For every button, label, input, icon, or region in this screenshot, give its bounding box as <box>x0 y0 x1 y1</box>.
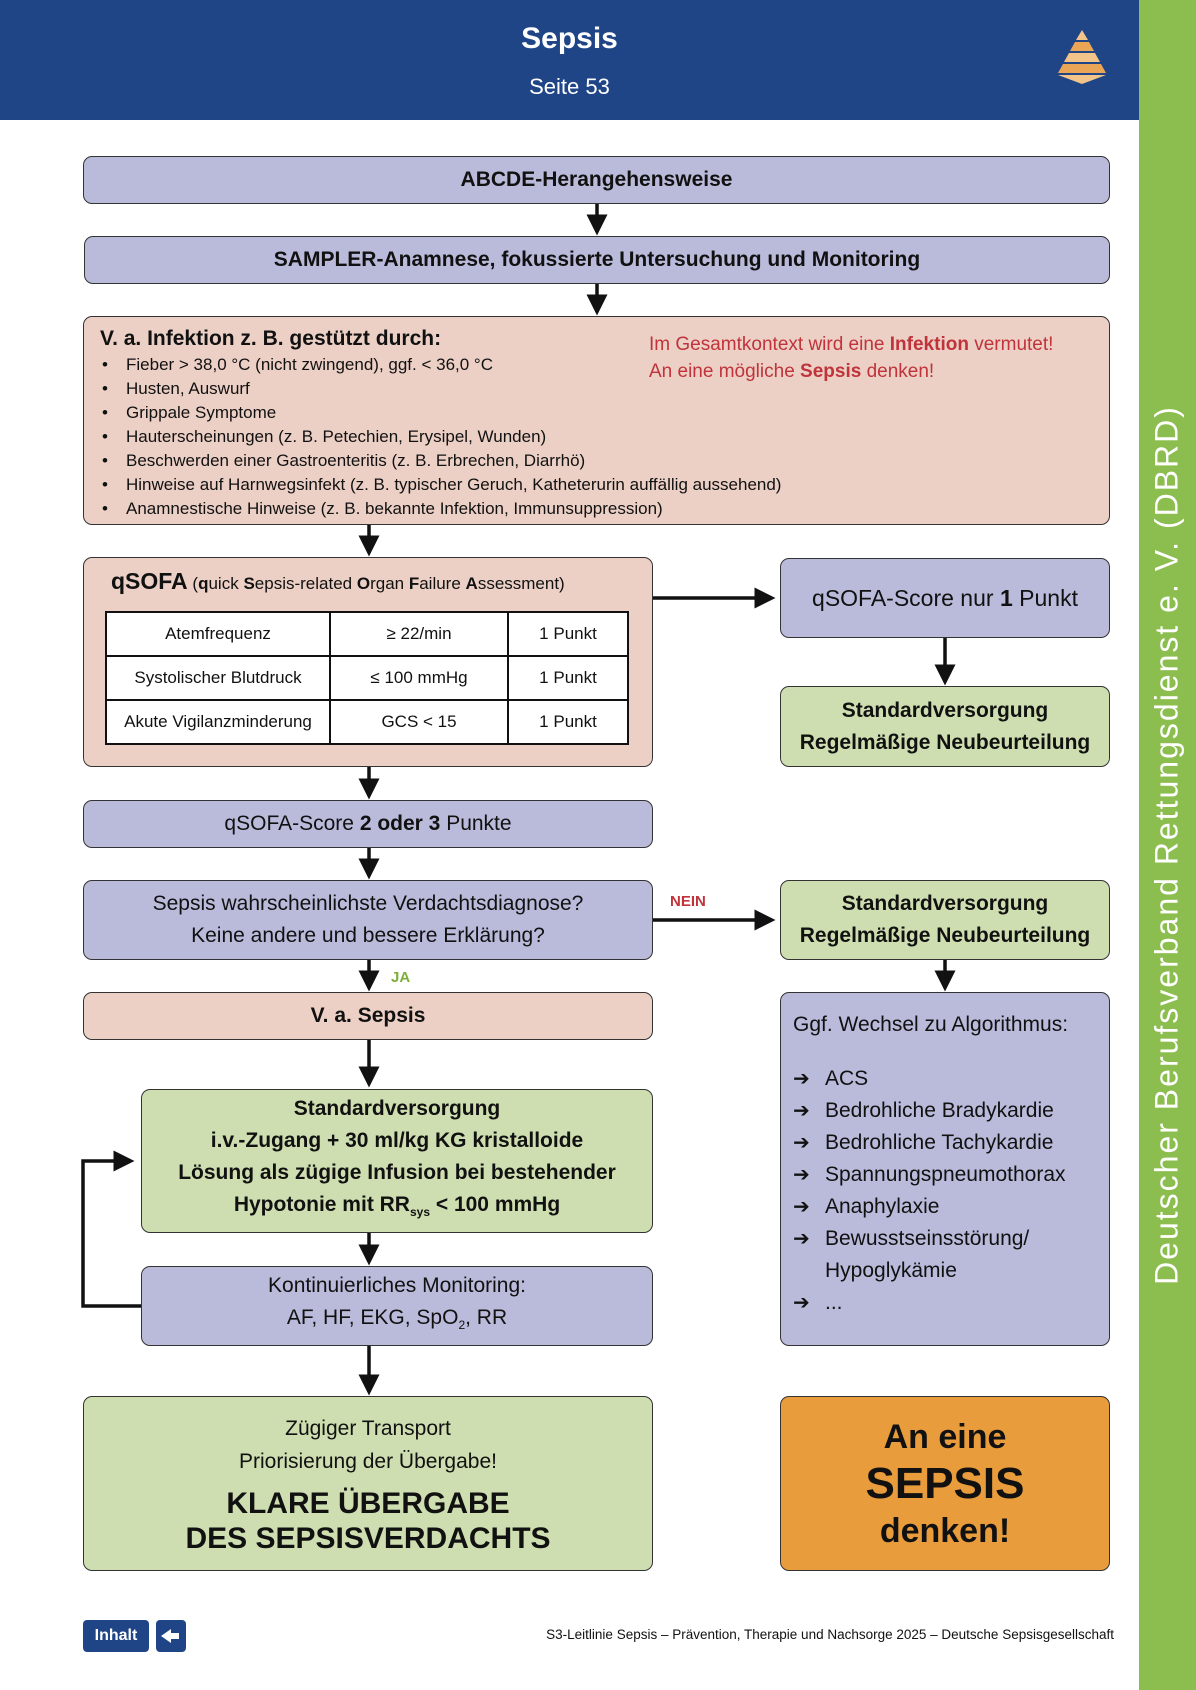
standard1-line2: Regelmäßige Neubeurteilung <box>799 730 1091 754</box>
table-row: Akute Vigilanzminderung GCS < 15 1 Punkt <box>105 699 629 745</box>
threshold-cell: ≤ 100 mmHg <box>329 655 509 701</box>
ja-label: JA <box>391 969 411 986</box>
back-arrow-icon <box>161 1629 179 1643</box>
loop-arrow-monitoring-to-treatment <box>81 1150 141 1308</box>
points-cell: 1 Punkt <box>507 655 629 701</box>
right-arrow-icon: ➔ <box>793 1228 810 1250</box>
decision-box: Sepsis wahrscheinlichste Verdachtsdiagno… <box>83 880 653 960</box>
list-item: ➔... <box>793 1287 1109 1319</box>
criterion-cell: Systolischer Blutdruck <box>105 655 331 701</box>
decision-line1: Sepsis wahrscheinlichste Verdachtsdiagno… <box>152 892 584 915</box>
sampler-box: SAMPLER-Anamnese, fokussierte Untersuchu… <box>84 236 1110 284</box>
score1-label: qSOFA-Score nur 1 Punkt <box>812 584 1078 611</box>
back-button[interactable] <box>156 1620 186 1652</box>
infection-item: Hinweise auf Harnwegsinfekt (z. B. typis… <box>100 473 1109 497</box>
sidebar-band: Deutscher Berufsverband Rettungsdienst e… <box>1139 0 1196 1690</box>
infection-list: Fieber > 38,0 °C (nicht zwingend), ggf. … <box>100 353 1109 521</box>
header-bar: Sepsis Seite 53 <box>0 0 1139 120</box>
infection-item: Anamnestische Hinweise (z. B. bekannte I… <box>100 497 1109 521</box>
infection-box: V. a. Infektion z. B. gestützt durch: Fi… <box>83 316 1110 525</box>
sampler-label: SAMPLER-Anamnese, fokussierte Untersuchu… <box>273 248 921 271</box>
algorithm-heading: Ggf. Wechsel zu Algorithmus: <box>793 1013 1069 1036</box>
list-item: ➔Bewusstseinsstörung/ <box>793 1223 1109 1255</box>
think-line3: denken! <box>879 1511 1011 1550</box>
sidebar-label: Deutscher Berufsverband Rettungsdienst e… <box>1148 405 1185 1285</box>
nein-label: NEIN <box>670 893 706 910</box>
treatment-line3: Lösung als zügige Infusion bei bestehend… <box>178 1161 616 1185</box>
transport-line1: Zügiger Transport <box>285 1416 451 1440</box>
score23-label: qSOFA-Score 2 oder 3 Punkte <box>224 812 512 835</box>
decision-line2: Keine andere und bessere Erklärung? <box>191 924 545 947</box>
qsofa-box: qSOFA (quick Sepsis-related Organ Failur… <box>83 557 653 767</box>
list-item: ➔ACS <box>793 1063 1109 1095</box>
think-sepsis-box: An eine SEPSIS denken! <box>780 1396 1110 1571</box>
standard1-box: Standardversorgung Regelmäßige Neubeurte… <box>780 686 1110 767</box>
transport-box: Zügiger Transport Priorisierung der Über… <box>83 1396 653 1571</box>
list-item: ➔Spannungspneumothorax <box>793 1159 1109 1191</box>
infection-heading: V. a. Infektion z. B. gestützt durch: <box>100 327 442 350</box>
points-cell: 1 Punkt <box>507 611 629 657</box>
infection-item: Hauterscheinungen (z. B. Petechien, Erys… <box>100 425 1109 449</box>
transport-line2: Priorisierung der Übergabe! <box>239 1449 497 1473</box>
infection-item: Grippale Symptome <box>100 401 1109 425</box>
monitoring-box: Kontinuierliches Monitoring: AF, HF, EKG… <box>141 1266 653 1346</box>
infection-item: Fieber > 38,0 °C (nicht zwingend), ggf. … <box>100 353 1109 377</box>
page-number: Seite 53 <box>529 74 610 99</box>
inhalt-button[interactable]: Inhalt <box>83 1620 149 1652</box>
threshold-cell: ≥ 22/min <box>329 611 509 657</box>
treatment-line2: i.v.-Zugang + 30 ml/kg KG kristalloide <box>210 1129 584 1153</box>
va-sepsis-label: V. a. Sepsis <box>310 1004 426 1027</box>
page-title: Sepsis <box>521 22 618 55</box>
right-arrow-icon: ➔ <box>793 1068 810 1090</box>
flow-arrows <box>81 204 956 1396</box>
table-row: Systolischer Blutdruck ≤ 100 mmHg 1 Punk… <box>105 655 629 701</box>
score1-box: qSOFA-Score nur 1 Punkt <box>780 558 1110 638</box>
transport-line4: DES SEPSISVERDACHTS <box>185 1521 551 1555</box>
score23-box: qSOFA-Score 2 oder 3 Punkte <box>83 800 653 848</box>
treatment-line1: Standardversorgung <box>293 1097 501 1121</box>
right-arrow-icon: ➔ <box>793 1196 810 1218</box>
criterion-cell: Akute Vigilanzminderung <box>105 699 331 745</box>
list-item: ➔Bedrohliche Tachykardie <box>793 1127 1109 1159</box>
list-item: ➔Anaphylaxie <box>793 1191 1109 1223</box>
standard2-box: Standardversorgung Regelmäßige Neubeurte… <box>780 880 1110 960</box>
algorithm-box: Ggf. Wechsel zu Algorithmus: ➔ACS ➔Bedro… <box>780 992 1110 1346</box>
va-sepsis-box: V. a. Sepsis <box>83 992 653 1040</box>
threshold-cell: GCS < 15 <box>329 699 509 745</box>
transport-line3: KLARE ÜBERGABE <box>226 1486 510 1520</box>
treatment-line4: Hypotonie mit RRsys < 100 mmHg <box>233 1193 561 1220</box>
pyramid-logo-icon <box>1058 30 1106 84</box>
treatment-box: Standardversorgung i.v.-Zugang + 30 ml/k… <box>141 1089 653 1233</box>
qsofa-title: qSOFA (quick Sepsis-related Organ Failur… <box>111 568 565 594</box>
footer-citation: S3-Leitlinie Sepsis – Prävention, Therap… <box>546 1627 1114 1642</box>
points-cell: 1 Punkt <box>507 699 629 745</box>
standard2-line1: Standardversorgung <box>841 892 1049 915</box>
list-item: ➔Bedrohliche Bradykardie <box>793 1095 1109 1127</box>
think-line1: An eine <box>883 1417 1007 1456</box>
criterion-cell: Atemfrequenz <box>105 611 331 657</box>
infection-note: Im Gesamtkontext wird eine Infektion ver… <box>649 334 1054 382</box>
algorithm-list: ➔ACS ➔Bedrohliche Bradykardie ➔Bedrohlic… <box>793 1063 1109 1319</box>
infection-item: Husten, Auswurf <box>100 377 1109 401</box>
list-item-continuation: Hypoglykämie <box>825 1259 957 1282</box>
right-arrow-icon: ➔ <box>793 1292 810 1314</box>
table-row: Atemfrequenz ≥ 22/min 1 Punkt <box>105 611 629 657</box>
monitoring-line2: AF, HF, EKG, SpO2, RR <box>286 1306 508 1333</box>
standard1-line1: Standardversorgung <box>841 698 1049 722</box>
right-arrow-icon: ➔ <box>793 1132 810 1154</box>
abcde-box: ABCDE-Herangehensweise <box>83 156 1110 204</box>
monitoring-line1: Kontinuierliches Monitoring: <box>268 1274 526 1298</box>
right-arrow-icon: ➔ <box>793 1100 810 1122</box>
think-line2: SEPSIS <box>865 1458 1025 1508</box>
abcde-label: ABCDE-Herangehensweise <box>460 168 733 191</box>
standard2-line2: Regelmäßige Neubeurteilung <box>799 924 1091 947</box>
qsofa-table: Atemfrequenz ≥ 22/min 1 Punkt Systolisch… <box>105 611 629 745</box>
right-arrow-icon: ➔ <box>793 1164 810 1186</box>
infection-item: Beschwerden einer Gastroenteritis (z. B.… <box>100 449 1109 473</box>
